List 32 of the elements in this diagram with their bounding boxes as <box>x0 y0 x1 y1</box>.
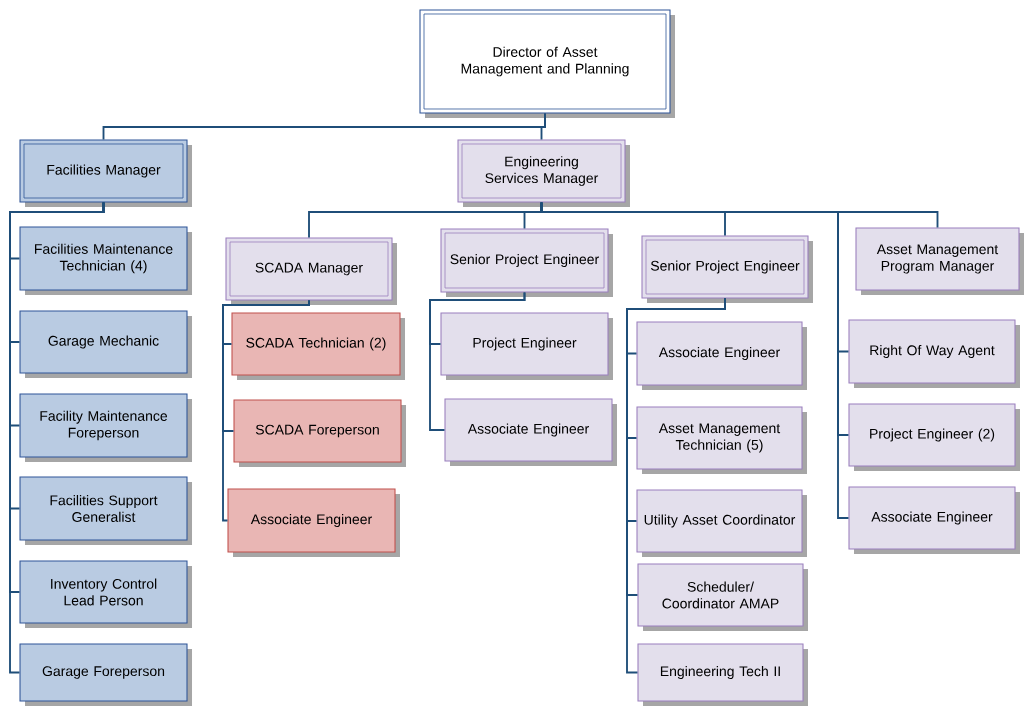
org-box: Facilities Support Generalist <box>19 476 192 545</box>
org-box: Engineering Services Manager <box>457 139 630 207</box>
org-box: Associate Engineer <box>636 321 807 390</box>
connector-line <box>540 112 546 141</box>
org-box: Facility Maintenance Foreperson <box>19 393 192 462</box>
connector-line <box>429 291 526 431</box>
org-box: Asset Management Technician (5) <box>636 406 807 474</box>
org-box: SCADA Foreperson <box>233 399 406 467</box>
connector-line <box>222 299 310 522</box>
org-box: Project Engineer (2) <box>848 403 1020 471</box>
connector-line <box>626 297 726 674</box>
org-box: Engineering Tech II <box>637 643 808 706</box>
org-box: Senior Project Engineer <box>641 235 813 303</box>
connector-line <box>9 201 105 674</box>
org-box: Asset Management Program Manager <box>855 227 1024 295</box>
org-box: Associate Engineer <box>444 398 617 466</box>
org-box: Facilities Manager <box>19 139 192 207</box>
connector-line <box>540 201 850 519</box>
org-box: Garage Foreperson <box>19 643 192 706</box>
org-box: Scheduler/ Coordinator AMAP <box>637 563 808 631</box>
org-box: SCADA Technician (2) <box>231 312 405 380</box>
org-box: SCADA Manager <box>225 237 397 305</box>
org-box: Project Engineer <box>440 312 613 380</box>
org-box: Senior Project Engineer <box>440 228 613 297</box>
org-box: Facilities Maintenance Technician (4) <box>19 226 192 295</box>
org-box: Garage Mechanic <box>19 310 192 378</box>
org-box: Inventory Control Lead Person <box>19 560 192 628</box>
org-box: Director of Asset Management and Planning <box>419 9 675 118</box>
org-box: Right Of Way Agent <box>848 319 1020 388</box>
org-box: Associate Engineer <box>227 488 400 557</box>
org-box: Associate Engineer <box>848 486 1020 554</box>
org-box: Utility Asset Coordinator <box>636 489 807 557</box>
